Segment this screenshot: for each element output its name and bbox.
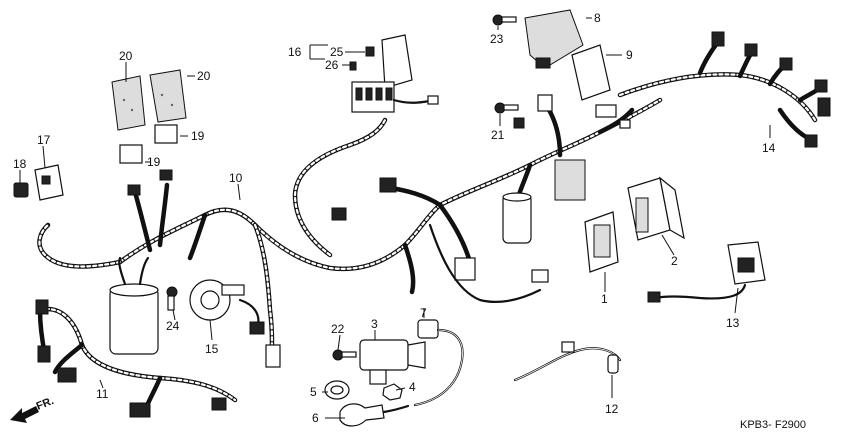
callout-21: 21 <box>491 128 505 142</box>
part-5-grommet <box>324 380 350 400</box>
callout-2: 2 <box>671 254 678 268</box>
part-17-relay <box>34 164 64 201</box>
callout-17: 17 <box>37 133 51 147</box>
callout-12: 12 <box>605 402 619 416</box>
callout-4: 4 <box>409 380 416 394</box>
leader-lines <box>19 17 771 419</box>
part-9-bracket <box>571 44 611 101</box>
callout-8: 8 <box>594 11 601 25</box>
callout-24: 24 <box>166 319 180 333</box>
front-arrow-icon <box>10 406 39 423</box>
part-18-switch <box>13 182 29 198</box>
part-7-lead <box>413 319 464 407</box>
callout-10: 10 <box>229 171 243 185</box>
callout-20-upper: 20 <box>119 49 133 63</box>
callout-9: 9 <box>626 48 633 62</box>
callout-11: 11 <box>96 387 109 401</box>
callout-13: 13 <box>726 316 740 330</box>
part-8-regulator <box>524 9 584 69</box>
callout-18: 18 <box>13 157 27 171</box>
part-19-relays <box>119 124 178 196</box>
callout-19-lower: 19 <box>147 155 161 169</box>
callout-26: 26 <box>325 58 339 72</box>
part-6-plug-cap <box>339 403 410 427</box>
part-23-bolt <box>492 14 517 26</box>
cylinder-part <box>109 256 159 355</box>
sub-harness-14 <box>617 31 831 148</box>
callout-19-upper: 19 <box>191 129 205 143</box>
callout-16: 16 <box>288 45 302 59</box>
part-4-nut <box>382 383 403 401</box>
callout-5: 5 <box>310 385 317 399</box>
callout-1: 1 <box>601 292 608 306</box>
part-3-ignition-coil <box>359 339 426 385</box>
part-1-module <box>584 211 619 273</box>
callout-labels: 1 2 3 4 5 6 7 8 9 10 11 12 13 14 15 16 1… <box>13 11 776 425</box>
callout-15: 15 <box>205 342 219 356</box>
mid-branch-parts <box>331 94 631 304</box>
part-20-relays <box>111 69 187 131</box>
part-16-fuse-box <box>349 34 439 113</box>
front-direction-label: FR. <box>35 395 56 413</box>
callout-7: 7 <box>420 306 427 320</box>
callout-23: 23 <box>490 32 504 46</box>
callout-25: 25 <box>330 45 344 59</box>
part-24-bolt <box>166 286 178 311</box>
front-direction-indicator: FR. <box>10 395 56 423</box>
callout-3: 3 <box>371 317 378 331</box>
part-13-sensor <box>647 241 766 303</box>
part-21-bolt <box>494 102 525 129</box>
callout-6: 6 <box>312 411 319 425</box>
diagram-code: KPB3- F2900 <box>740 419 806 431</box>
part-22-bolt <box>332 349 357 361</box>
callout-14: 14 <box>762 141 776 155</box>
part-12-sensor-lead <box>513 341 622 382</box>
sub-harness-11 <box>35 299 238 418</box>
part-2-ecu <box>627 176 685 241</box>
callout-20-right: 20 <box>197 69 211 83</box>
callout-22: 22 <box>331 322 345 336</box>
